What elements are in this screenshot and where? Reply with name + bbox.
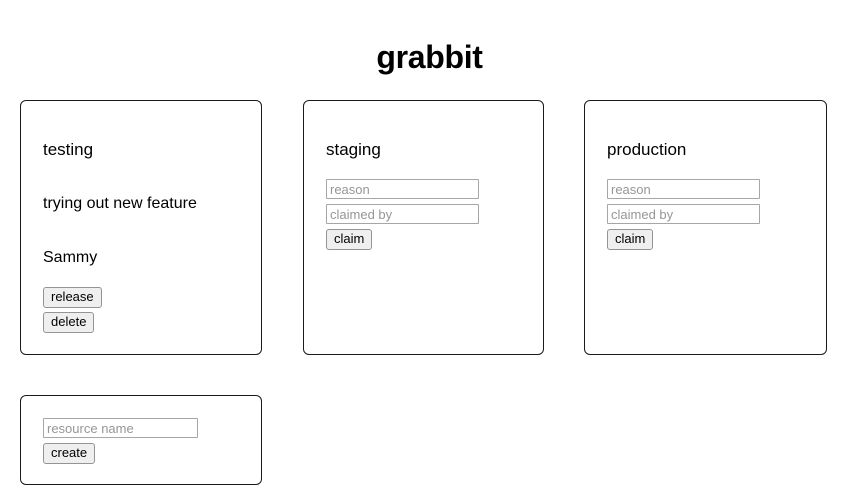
claim-button[interactable]: claim: [607, 229, 654, 250]
page-title: grabbit: [376, 39, 483, 76]
claimed-by-input[interactable]: [326, 204, 479, 224]
resource-claimed-by-text: Sammy: [43, 249, 98, 266]
reason-input[interactable]: [607, 179, 760, 199]
delete-button[interactable]: delete: [43, 312, 95, 333]
resource-card-production: production claim: [584, 100, 827, 355]
resource-name-label: testing: [43, 140, 94, 159]
resource-card-testing: testing trying out new feature Sammy rel…: [20, 100, 262, 355]
release-button[interactable]: release: [43, 287, 102, 308]
resource-card-staging: staging claim: [303, 100, 544, 355]
resource-name-label: production: [607, 140, 687, 159]
claim-button[interactable]: claim: [326, 229, 373, 250]
create-button[interactable]: create: [43, 443, 96, 464]
claimed-by-input[interactable]: [607, 204, 760, 224]
resource-reason-text: trying out new feature: [43, 195, 197, 212]
reason-input[interactable]: [326, 179, 479, 199]
resource-name-input[interactable]: [43, 418, 198, 438]
resource-name-label: staging: [326, 140, 381, 159]
create-resource-card: create: [20, 395, 262, 485]
